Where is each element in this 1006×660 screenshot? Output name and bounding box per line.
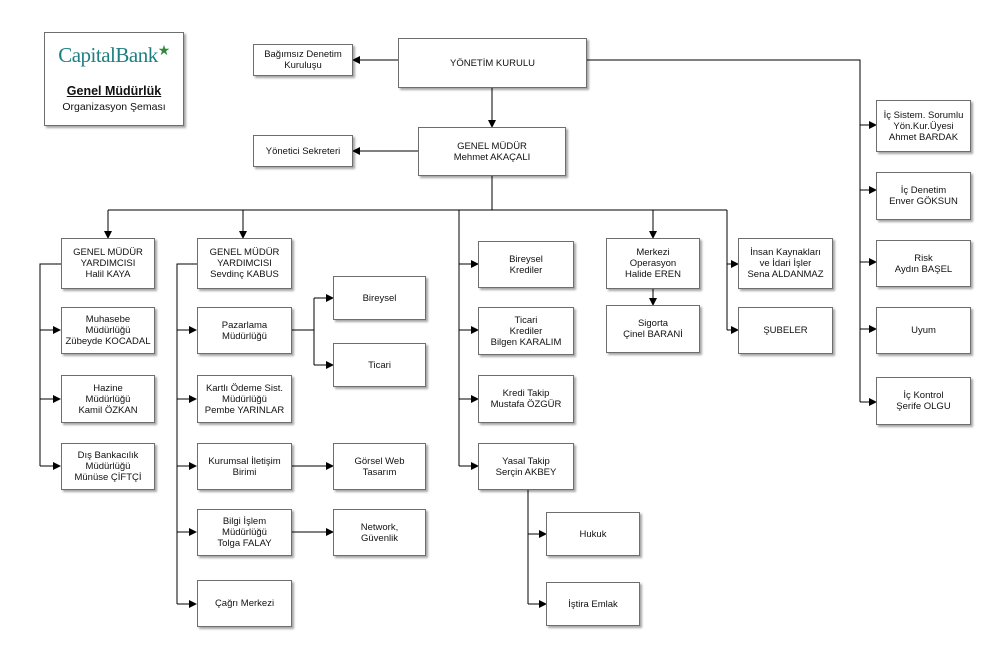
node-sigorta: Sigorta Çinel BARANİ	[606, 305, 700, 353]
node-ticari: Ticari	[333, 343, 426, 387]
node-pazarlama: Pazarlama Müdürlüğü	[197, 307, 292, 354]
chart-subtitle: Organizasyon Şeması	[62, 101, 166, 113]
node-gmy-sevdinc-kabus: GENEL MÜDÜR YARDIMCISI Sevdinç KABUS	[197, 238, 292, 289]
node-subeler: ŞUBELER	[738, 307, 833, 354]
chart-title: Genel Müdürlük	[66, 84, 162, 98]
node-istira-emlak: İştira Emlak	[546, 582, 640, 626]
node-hukuk: Hukuk	[546, 512, 640, 556]
node-yonetim-kurulu: YÖNETİM KURULU	[398, 38, 587, 88]
logo-box: CapitalBank★ Genel Müdürlük Organizasyon…	[44, 32, 184, 126]
node-hazine: Hazine Müdürlüğü Kamil ÖZKAN	[61, 375, 155, 423]
node-yasal-takip: Yasal Takip Serçin AKBEY	[478, 443, 574, 490]
node-bireysel-krediler: Bireysel Krediler	[478, 241, 574, 288]
node-insan-kaynaklari: İnsan Kaynakları ve İdari İşler Sena ALD…	[738, 238, 833, 289]
node-muhasebe: Muhasebe Müdürlüğü Zübeyde KOCADAL	[61, 307, 155, 354]
node-kurumsal-iletisim: Kurumsal İletişim Birimi	[197, 443, 292, 490]
node-network: Network, Güvenlik	[333, 509, 426, 556]
node-cagri-merkezi: Çağrı Merkezi	[197, 580, 292, 627]
capitalbank-logo: CapitalBank★	[58, 43, 171, 67]
node-yonetici-sekreteri: Yönetici Sekreteri	[253, 135, 353, 167]
node-kartli-odeme: Kartlı Ödeme Sist. Müdürlüğü Pembe YARIN…	[197, 375, 292, 423]
node-gorsel-web: Görsel Web Tasarım	[333, 443, 426, 490]
node-uyum: Uyum	[876, 307, 971, 354]
node-dis-bankacilik: Dış Bankacılık Müdürlüğü Münüse ÇİFTÇİ	[61, 443, 155, 490]
logo-tagline	[45, 69, 183, 74]
node-ic-kontrol: İç Kontrol Şerife OLGU	[876, 377, 971, 425]
node-bireysel: Bireysel	[333, 276, 426, 320]
node-merkezi-operasyon: Merkezi Operasyon Halide EREN	[606, 238, 700, 289]
node-genel-mudur: GENEL MÜDÜR Mehmet AKAÇALI	[418, 127, 566, 176]
node-gmy-halil-kaya: GENEL MÜDÜR YARDIMCISI Halil KAYA	[61, 238, 155, 289]
node-kredi-takip: Kredi Takip Mustafa ÖZGÜR	[478, 375, 574, 423]
star-icon: ★	[157, 44, 171, 59]
node-bilgi-islem: Bilgi İşlem Müdürlüğü Tolga FALAY	[197, 509, 292, 556]
node-ic-sistem: İç Sistem. Sorumlu Yön.Kur.Üyesi Ahmet B…	[876, 100, 971, 152]
node-risk: Risk Aydın BAŞEL	[876, 240, 971, 287]
node-ic-denetim: İç Denetim Enver GÖKSUN	[876, 172, 971, 220]
node-bagimsiz-denetim: Bağımsız Denetim Kuruluşu	[253, 44, 353, 76]
node-ticari-krediler: Ticari Krediler Bilgen KARALIM	[478, 307, 574, 355]
